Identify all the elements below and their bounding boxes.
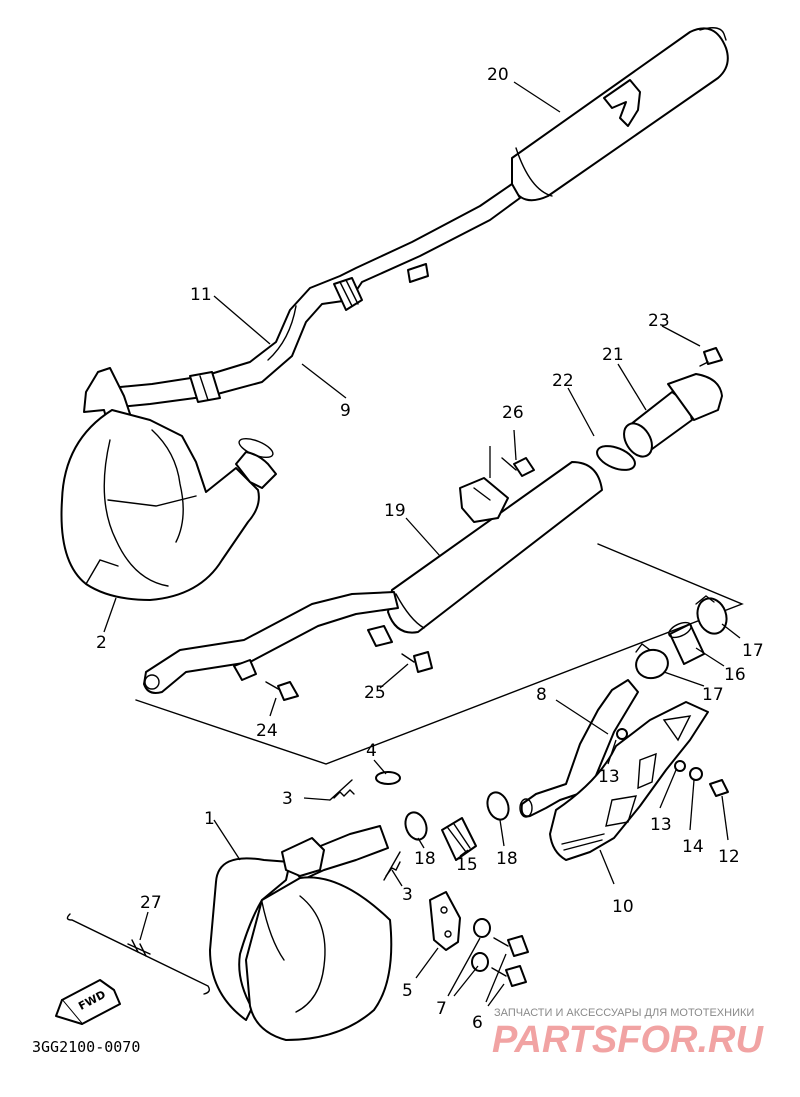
callout-2: 2 xyxy=(96,633,107,653)
muffler-20 xyxy=(511,27,729,202)
bolt-12 xyxy=(709,779,729,797)
spring-3-upper xyxy=(329,779,355,801)
callout-17-upper: 17 xyxy=(742,641,764,661)
clamp-17-upper xyxy=(695,595,728,635)
watermark-logo: PARTSFOR.RU xyxy=(492,1019,764,1061)
callout-16: 16 xyxy=(724,665,746,685)
expansion-chamber-2 xyxy=(60,367,277,601)
callout-27: 27 xyxy=(140,893,162,913)
washer-7-lower xyxy=(471,952,489,972)
bolt-23 xyxy=(699,347,723,367)
callout-5: 5 xyxy=(402,981,413,1001)
callout-18-left: 18 xyxy=(414,849,436,869)
nut-13-right xyxy=(674,760,686,772)
callout-4: 4 xyxy=(366,741,377,761)
callout-8: 8 xyxy=(536,685,547,705)
callout-13-left: 13 xyxy=(598,767,620,787)
callout-19: 19 xyxy=(384,501,406,521)
sleeve-16 xyxy=(668,621,705,665)
callout-24: 24 xyxy=(256,721,278,741)
callout-10: 10 xyxy=(612,897,634,917)
clamp-18-right xyxy=(486,791,510,821)
callout-15: 15 xyxy=(456,855,478,875)
callout-17-lower: 17 xyxy=(702,685,724,705)
fwd-arrow-icon xyxy=(55,979,121,1025)
callout-22: 22 xyxy=(552,371,574,391)
callout-26: 26 xyxy=(502,403,524,423)
bolt-25 xyxy=(401,651,433,673)
end-cap-21 xyxy=(623,373,723,458)
callout-9: 9 xyxy=(340,401,351,421)
nut-13-left xyxy=(616,728,628,740)
gasket-22 xyxy=(596,445,636,471)
o-ring-4 xyxy=(375,771,401,785)
bolt-6-upper xyxy=(493,935,529,957)
callout-18-right: 18 xyxy=(496,849,518,869)
spring-27 xyxy=(66,913,211,995)
bolt-6-lower xyxy=(491,965,527,987)
bolt-26 xyxy=(501,457,535,477)
heat-guard-10 xyxy=(549,701,709,861)
callout-13-right: 13 xyxy=(650,815,672,835)
silencer-19 xyxy=(143,461,603,694)
callout-1: 1 xyxy=(204,809,215,829)
clamp-18-left xyxy=(404,811,428,841)
callout-7: 7 xyxy=(436,999,447,1019)
subassembly-frame xyxy=(135,543,744,765)
watermark-caption: ЗАПЧАСТИ И АКСЕССУАРЫ ДЛЯ МОТОТЕХНИКИ xyxy=(494,1007,754,1019)
washer-14 xyxy=(689,767,703,781)
damper-15 xyxy=(441,817,477,861)
callout-23: 23 xyxy=(648,311,670,331)
callout-3-upper: 3 xyxy=(282,789,293,809)
callout-25: 25 xyxy=(364,683,386,703)
callout-21: 21 xyxy=(602,345,624,365)
callout-20: 20 xyxy=(487,65,509,85)
callout-12: 12 xyxy=(718,847,740,867)
leader-lines xyxy=(103,81,741,1007)
washer-7-upper xyxy=(473,918,491,938)
bracket-5 xyxy=(429,891,461,951)
bolt-24 xyxy=(265,681,299,701)
callout-6: 6 xyxy=(472,1013,483,1033)
joint-pipe-8 xyxy=(519,679,639,818)
spring-3-lower xyxy=(383,851,401,881)
callout-11: 11 xyxy=(190,285,212,305)
clamp-17-lower xyxy=(635,643,669,680)
callout-14: 14 xyxy=(682,837,704,857)
expansion-chamber-1 xyxy=(209,825,393,1041)
diagram-code: 3GG2100-0070 xyxy=(32,1038,140,1056)
callout-3-lower: 3 xyxy=(402,885,413,905)
